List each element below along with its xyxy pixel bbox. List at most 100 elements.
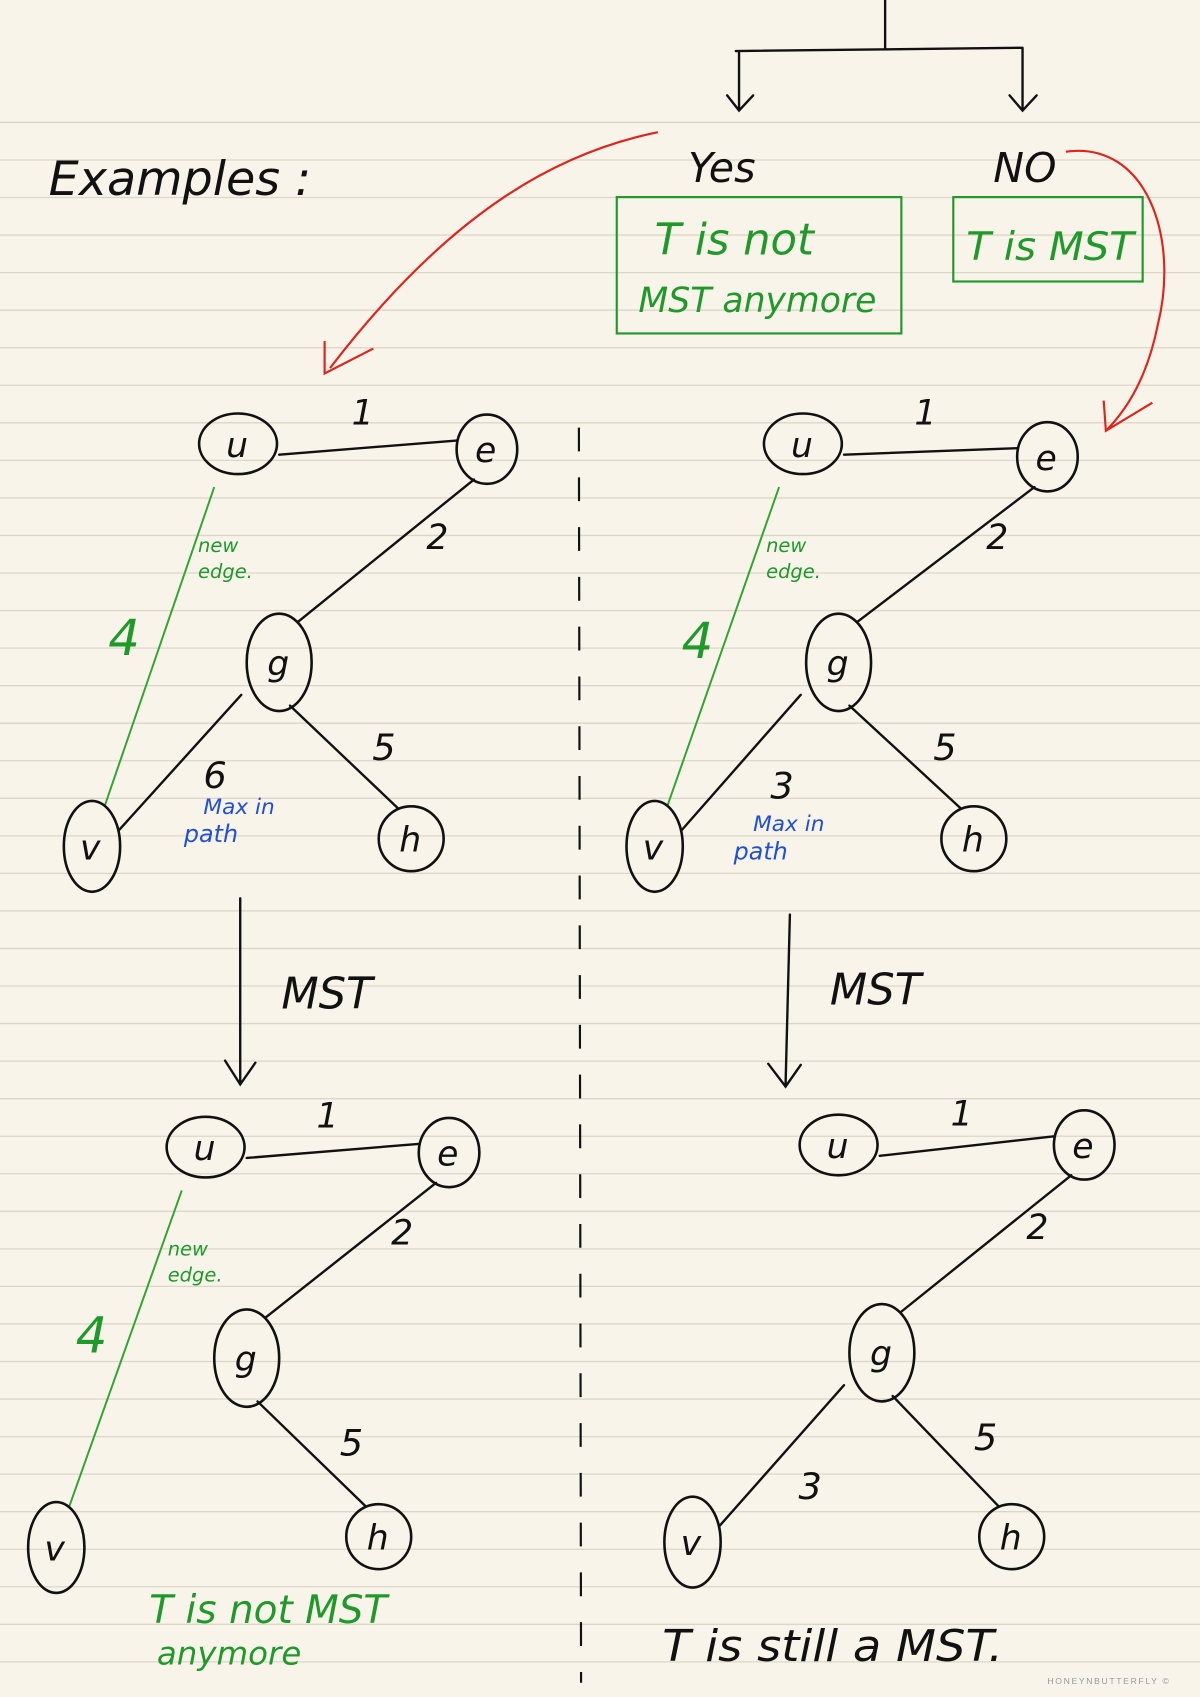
node-label-h: h <box>962 821 984 861</box>
edge-e-g <box>856 485 1036 623</box>
new-edge-u-v <box>104 486 216 806</box>
node-u <box>762 412 844 476</box>
node-label-v: v <box>80 828 101 868</box>
conclusion-right: T is still a MST. <box>662 1622 1003 1672</box>
new-edge-note: new <box>168 1237 208 1260</box>
node-e <box>1052 1109 1116 1181</box>
yes-box-line1: T is not <box>655 215 816 265</box>
max-in-path-note: Max in <box>753 812 824 837</box>
node-label-e: e <box>1072 1127 1093 1167</box>
node-u <box>165 1115 246 1179</box>
node-v <box>62 799 122 894</box>
edge-e-g <box>297 478 476 623</box>
node-v <box>663 1495 722 1589</box>
max-in-path-note: Max in <box>203 795 274 820</box>
node-g <box>212 1308 281 1409</box>
node-label-g: g <box>235 1340 257 1380</box>
node-label-e: e <box>437 1135 458 1175</box>
node-label-v: v <box>44 1529 65 1569</box>
node-h <box>377 805 445 873</box>
weight-u-v: 4 <box>108 609 140 667</box>
weight-e-g: 2 <box>426 518 448 558</box>
weight-u-e: 1 <box>951 1095 973 1135</box>
weight-u-v: 4 <box>76 1307 108 1365</box>
no-result-box <box>952 196 1144 283</box>
weight-u-e: 1 <box>317 1097 339 1137</box>
new-edge-u-v <box>68 1190 183 1507</box>
new-edge-note: edge. <box>168 1263 223 1286</box>
node-label-u: u <box>226 426 248 466</box>
edge-u-e <box>842 446 1019 456</box>
weight-g-h: 5 <box>974 1416 997 1459</box>
node-h <box>344 1502 413 1571</box>
max-in-path-note: path <box>733 837 788 865</box>
ruled-lines <box>0 121 1200 1663</box>
weight-u-e: 1 <box>914 393 936 433</box>
watermark: HONEYNBUTTERFLY © <box>1047 1676 1170 1686</box>
weight-g-v: 6 <box>203 754 226 797</box>
node-v <box>26 1500 86 1595</box>
yes-box-line2: MST anymore <box>638 281 876 321</box>
node-label-v: v <box>643 828 664 868</box>
weight-e-g: 2 <box>986 518 1008 558</box>
red-arrow-no <box>1065 149 1166 433</box>
node-v <box>625 799 685 894</box>
node-label-u: u <box>791 426 813 466</box>
yes-result-box <box>615 196 903 335</box>
node-label-h: h <box>367 1519 389 1559</box>
node-label-g: g <box>267 644 289 684</box>
node-g <box>804 612 873 713</box>
weight-g-h: 5 <box>372 726 395 769</box>
node-label-h: h <box>399 821 421 861</box>
no-box-text: T is MST <box>966 225 1137 270</box>
weight-e-g: 2 <box>1026 1208 1048 1248</box>
edge-e-g <box>900 1174 1073 1313</box>
new-edge-note: new <box>198 534 238 557</box>
edge-u-e <box>878 1135 1056 1157</box>
node-h <box>977 1502 1046 1571</box>
node-g <box>848 1302 916 1403</box>
edge-g-v <box>680 693 802 832</box>
new-edge-note: edge. <box>766 560 821 583</box>
yes-label: Yes <box>688 144 755 192</box>
decision-branch <box>725 0 1038 113</box>
node-u <box>197 412 279 476</box>
max-in-path-note: path <box>183 820 238 848</box>
weight-u-e: 1 <box>352 393 374 433</box>
node-g <box>245 612 313 713</box>
edge-u-e <box>277 439 458 456</box>
conclusion-left-line1: T is not MST <box>149 1588 390 1633</box>
node-label-e: e <box>1036 439 1057 479</box>
new-edge-note: new <box>766 534 806 557</box>
weight-g-h: 5 <box>340 1422 363 1465</box>
node-label-e: e <box>475 431 496 471</box>
node-label-h: h <box>1000 1519 1022 1559</box>
mst-label-right: MST <box>830 965 925 1015</box>
weight-g-h: 5 <box>933 726 956 769</box>
edge-g-v <box>117 693 243 832</box>
new-edge-note: edge. <box>198 560 253 583</box>
node-u <box>798 1113 879 1177</box>
edge-g-v <box>718 1384 846 1528</box>
edge-g-h <box>848 704 963 810</box>
node-label-g: g <box>870 1335 892 1375</box>
no-label: NO <box>993 144 1056 192</box>
conclusion-left-line2: anymore <box>157 1634 301 1672</box>
node-label-g: g <box>827 644 849 684</box>
mst-label-left: MST <box>281 970 376 1020</box>
node-h <box>940 805 1008 873</box>
node-e <box>455 413 519 486</box>
edge-g-h <box>256 1400 367 1508</box>
weight-g-v: 3 <box>770 765 793 808</box>
examples-heading: Examples : <box>49 152 312 207</box>
mst-arrow-left <box>223 897 257 1087</box>
dashed-divider <box>577 427 583 1683</box>
weight-g-v: 3 <box>799 1465 822 1508</box>
red-arrow-yes <box>323 131 659 376</box>
